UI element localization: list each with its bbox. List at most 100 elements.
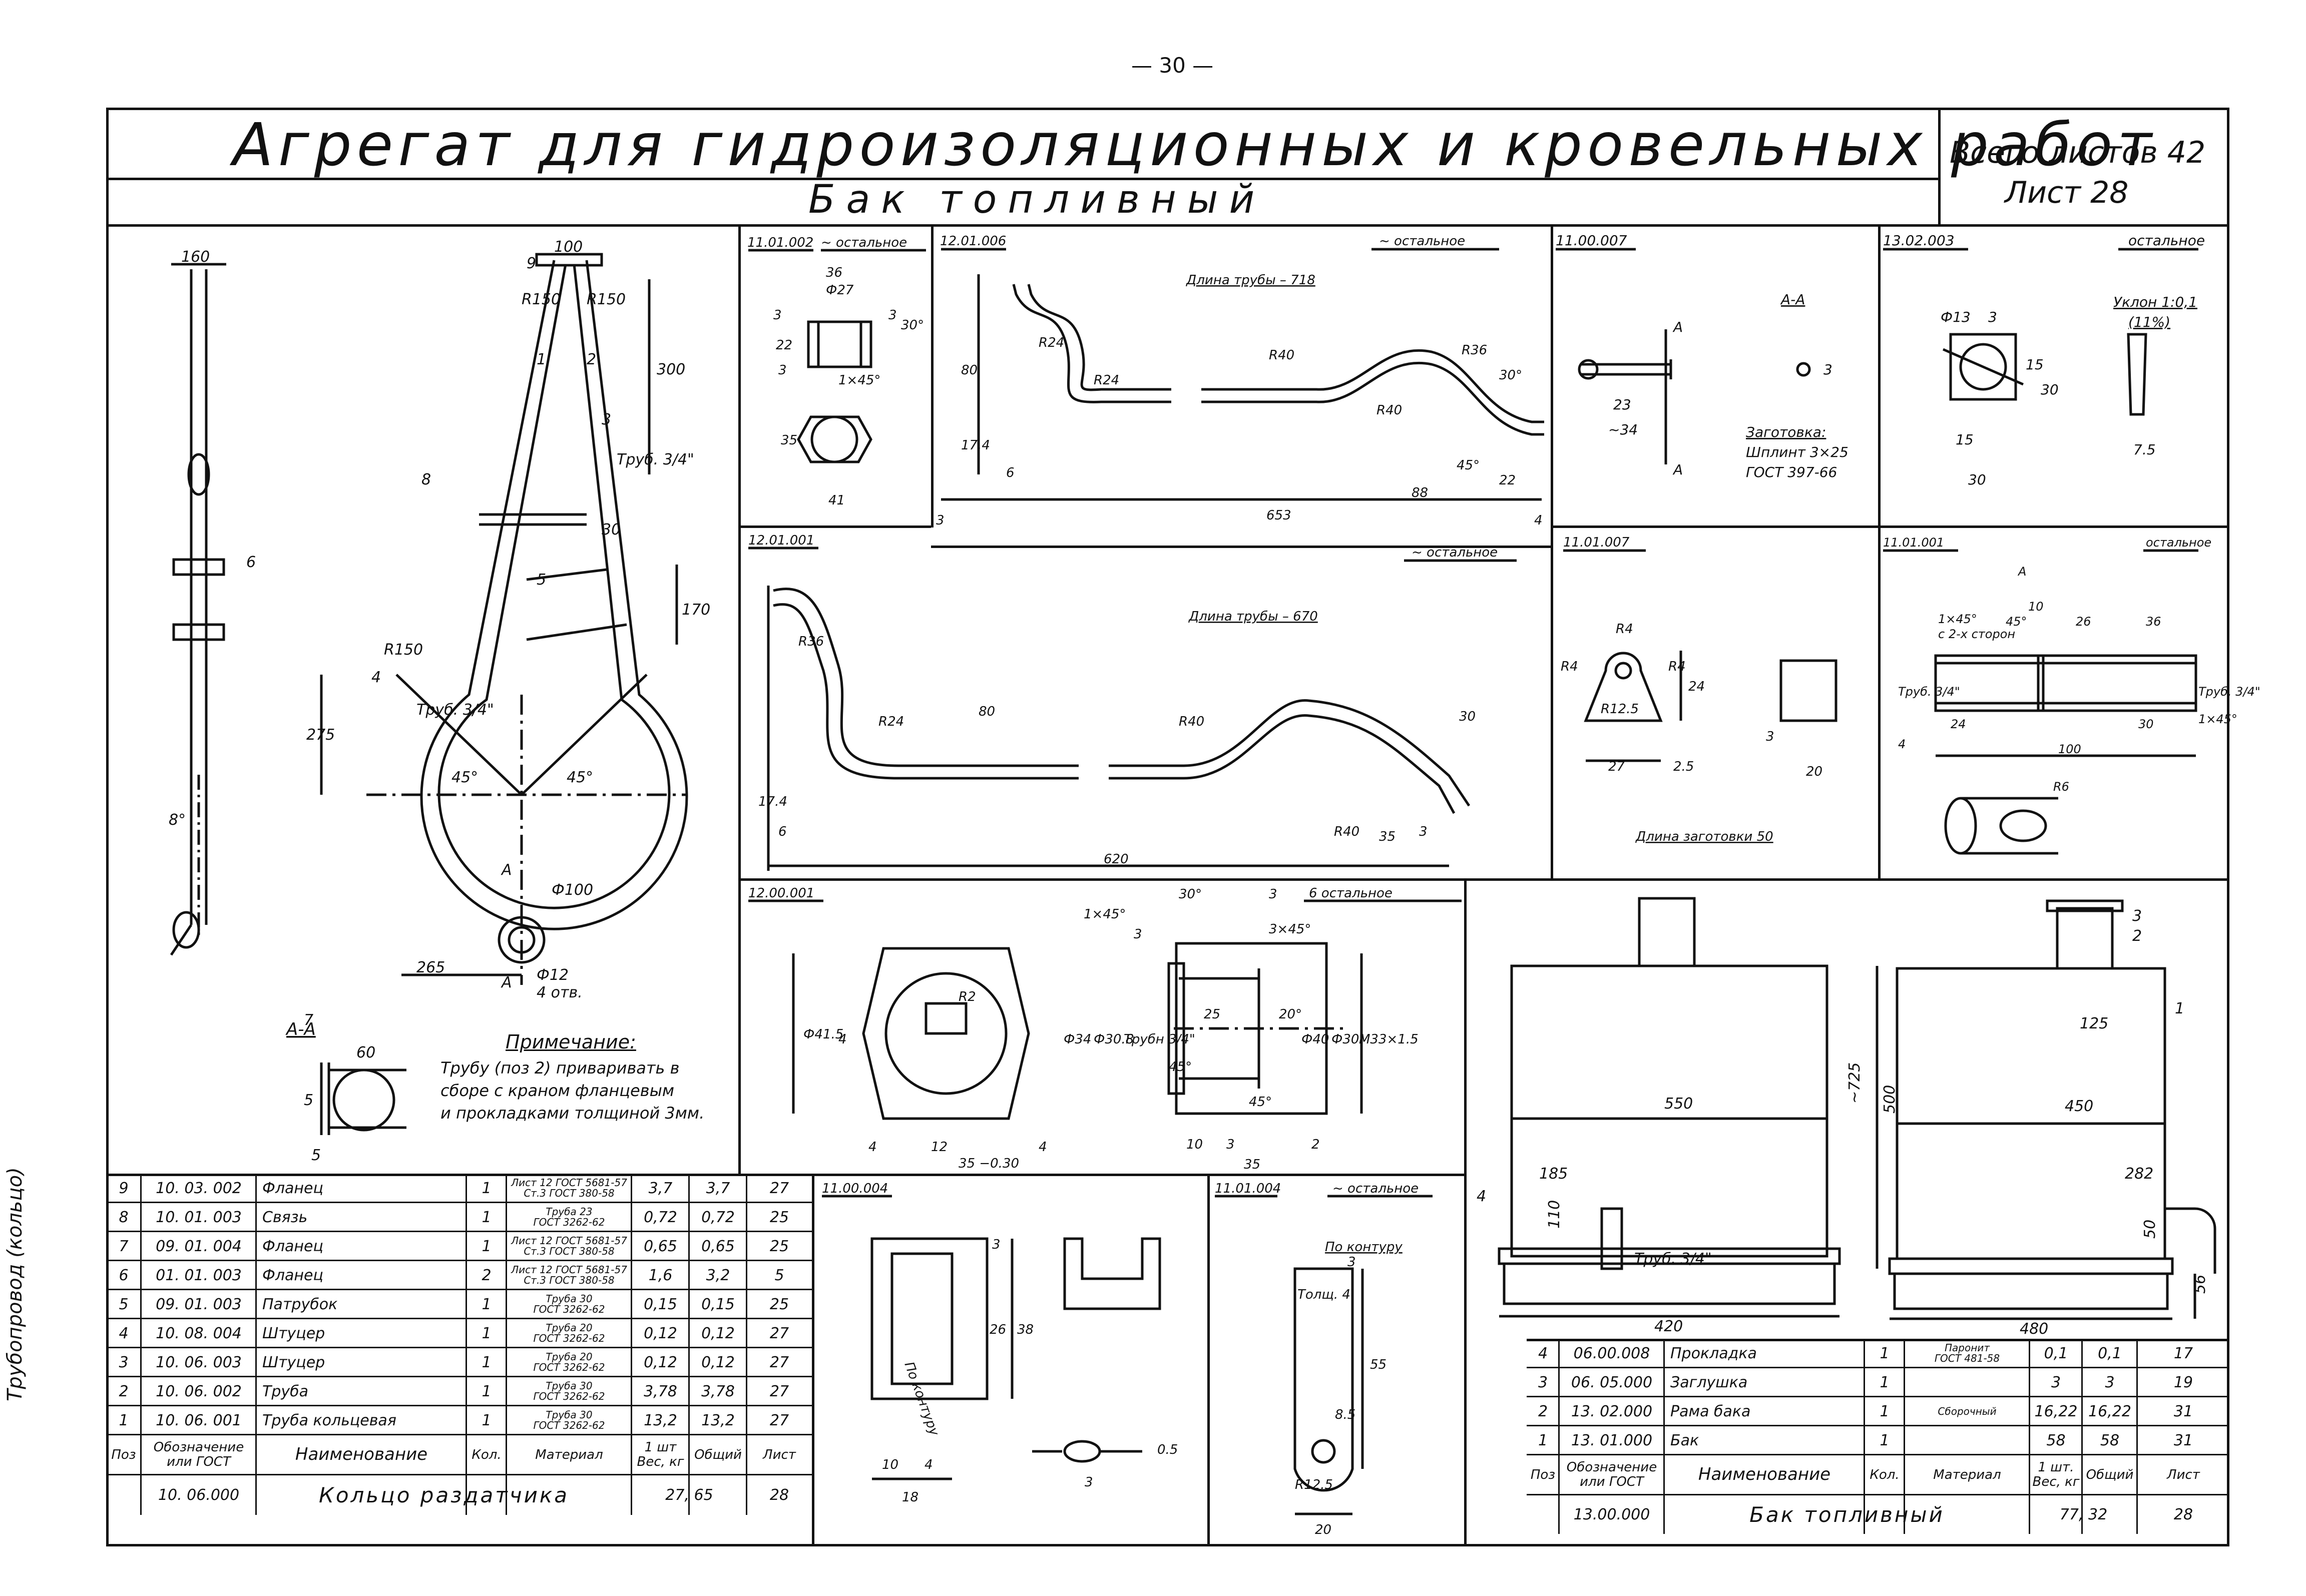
d1-code: 11.01.002: [747, 235, 813, 250]
d4-code: 13.02.003: [1883, 232, 1955, 249]
d5-finish: ~ остальное: [1412, 545, 1498, 560]
svg-text:с 2-х сторон: с 2-х сторон: [1938, 627, 2015, 641]
table-cell-w1: 0,15: [644, 1295, 677, 1313]
svg-text:420: 420: [1654, 1318, 1683, 1335]
table-cell-w2: 3,2: [706, 1266, 730, 1284]
svg-text:R6: R6: [2053, 780, 2069, 794]
svg-text:30: 30: [1459, 709, 1476, 724]
table-cell-sheet: 19: [2173, 1373, 2193, 1391]
table-cell-qty: 1: [482, 1237, 492, 1255]
assembly-code: 10. 06.000: [158, 1486, 240, 1504]
svg-text:35 −0.30: 35 −0.30: [959, 1156, 1019, 1171]
grid-v-d10: [1207, 1174, 1210, 1546]
table-cell-qty: 1: [482, 1382, 492, 1400]
svg-text:480: 480: [2020, 1320, 2048, 1338]
header-code-2: или ГОСТ: [167, 1454, 231, 1469]
ring-outer: [420, 260, 688, 930]
d5-pipe-len: Длина трубы – 670: [1188, 609, 1318, 624]
table-cell-code: 06. 05.000: [1571, 1373, 1653, 1391]
svg-text:Труб. 3/4": Труб. 3/4": [2198, 685, 2260, 699]
d5-pipe-b: [773, 603, 1079, 780]
table-cell-mat: Сборочный: [1905, 1397, 2030, 1426]
header-code-1: Обозначение: [153, 1440, 244, 1455]
section-label-5a: 5: [304, 1092, 313, 1109]
d2-pipe-len: Длина трубы – 718: [1186, 273, 1315, 288]
table-vline: [631, 1174, 632, 1515]
d4-slope-1: Уклон 1:0,1: [2113, 294, 2197, 310]
table-cell-pos: 5: [119, 1295, 129, 1313]
header-weight-sub: Вес, кг: [637, 1454, 684, 1469]
svg-text:R24: R24: [1094, 373, 1119, 388]
table-vline: [2081, 1339, 2083, 1534]
table-cell-pos: 2: [1538, 1402, 1548, 1420]
table-cell-sheet: 25: [769, 1295, 789, 1313]
table-header-w2: Общий: [689, 1435, 747, 1475]
d9-plate-inner: [890, 1252, 954, 1385]
svg-text:30°: 30°: [1179, 887, 1202, 902]
svg-text:24: 24: [1688, 679, 1705, 694]
svg-text:R24: R24: [1039, 335, 1064, 350]
table-line: [106, 1202, 812, 1203]
d9-code: 11.00.004: [822, 1181, 888, 1196]
detail-11-00-007-top: 11.00.007 А-А А А 23 ~34 3 Заготовка: Шп…: [1556, 232, 1849, 480]
svg-text:R40: R40: [1269, 348, 1294, 363]
header-weight-2: Общий: [694, 1447, 742, 1462]
header-name: Наименование: [1698, 1464, 1831, 1485]
svg-text:185: 185: [1539, 1165, 1568, 1183]
header-qty: Кол.: [1870, 1467, 1900, 1482]
d6-blank-len: Длина заготовки 50: [1635, 829, 1773, 844]
grid-h-d3: [1551, 525, 2229, 528]
subtitle: Бак топливный: [808, 177, 1266, 222]
material-line-1: Лист 12 ГОСТ 5681-57: [511, 1177, 627, 1189]
table-cell-w2: 0,72: [701, 1208, 735, 1226]
svg-text:30: 30: [1968, 471, 1986, 488]
d5-pipe-a: [773, 588, 1079, 767]
table-cell-mat: [1905, 1368, 2030, 1397]
side-fitting: [172, 911, 200, 949]
table-cell-name: Штуцер: [262, 1324, 325, 1342]
detail-12-00-001: 12.00.001 6 остальное 1×45° 3 30° 3 3×45…: [748, 886, 1462, 1172]
svg-text:~34: ~34: [1608, 421, 1638, 438]
table-header-w1: 1 шт.Вес, кг: [2030, 1455, 2082, 1495]
header-material: Материал: [535, 1447, 603, 1462]
table-header-pos: Поз: [106, 1435, 141, 1475]
svg-text:23: 23: [1613, 396, 1631, 413]
svg-text:35: 35: [1379, 829, 1396, 844]
table-header-qty: Кол.: [467, 1435, 507, 1475]
detail-12-01-006: 12.01.006 ~ остальное Длина трубы – 718 …: [936, 234, 1544, 528]
svg-text:R2: R2: [959, 989, 976, 1004]
side-valve: [187, 453, 210, 496]
grid-v-ring: [738, 224, 741, 1175]
material-line-1: Сборочный: [1938, 1405, 1997, 1417]
table-cell-qty: 1: [482, 1295, 492, 1313]
header-weight-1: 1 шт: [644, 1440, 677, 1455]
table-cell-code: 09. 01. 003: [156, 1295, 242, 1313]
table-cell-w1: 0,12: [644, 1353, 677, 1371]
svg-text:3: 3: [1134, 927, 1142, 942]
assembly-name: Кольцо раздатчика: [319, 1482, 569, 1507]
table-cell-name: Бак: [1670, 1431, 1699, 1449]
table-vline: [506, 1174, 507, 1515]
header-material: Материал: [1933, 1467, 2001, 1482]
d2-pipe-c: [1201, 361, 1544, 436]
table-vline: [140, 1174, 142, 1515]
table-line: [106, 1347, 812, 1348]
svg-text:15: 15: [2026, 356, 2044, 373]
table-line: [106, 1434, 812, 1435]
table-cell-name: Прокладка: [1670, 1344, 1757, 1362]
d3-section: А-А: [1780, 291, 1805, 308]
svg-text:R36: R36: [798, 634, 824, 649]
d3-blank-1: Заготовка:: [1746, 424, 1826, 440]
svg-text:10: 10: [882, 1457, 898, 1472]
ring-note-title: Примечание:: [506, 1031, 636, 1053]
ring-label-2: 2: [587, 351, 596, 368]
assembly-sheet: 28: [2173, 1505, 2193, 1523]
svg-text:17.4: 17.4: [758, 794, 787, 809]
svg-text:R24: R24: [878, 714, 904, 729]
table-header-mat: Материал: [1905, 1455, 2030, 1495]
